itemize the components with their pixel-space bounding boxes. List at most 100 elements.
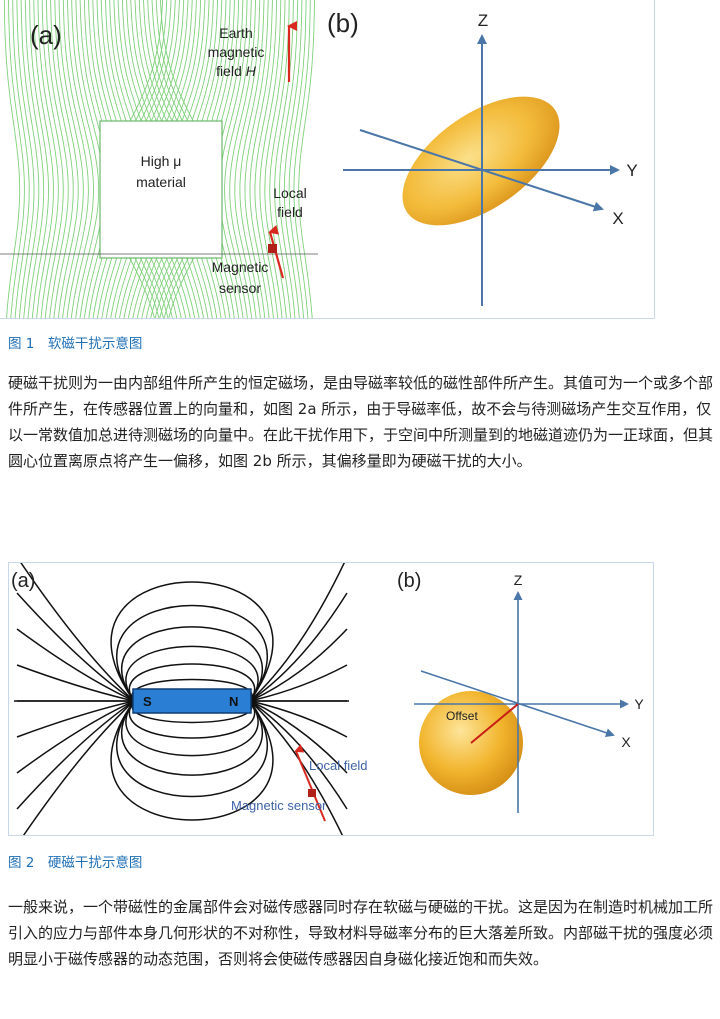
dipole-line — [110, 581, 274, 702]
dipole-line — [249, 628, 348, 702]
dipole-line — [249, 592, 348, 702]
field-line — [196, 0, 218, 318]
field-line — [121, 0, 148, 318]
fig2b-tag: (b) — [397, 570, 421, 592]
field-line — [159, 0, 195, 318]
field-lines — [3, 0, 315, 318]
field-line — [298, 0, 315, 318]
offset-label: Offset — [446, 709, 478, 723]
dipole-line — [249, 700, 348, 774]
field-line — [50, 0, 74, 318]
dipole-line — [16, 664, 135, 702]
material-label-2: material — [136, 174, 186, 190]
field-line — [134, 0, 168, 318]
field-line — [143, 0, 173, 318]
field-line — [181, 0, 206, 318]
field-line — [139, 0, 172, 318]
field-line — [249, 0, 273, 318]
field-line — [58, 0, 84, 318]
dipole-line — [125, 700, 259, 757]
dipole-line — [116, 604, 268, 702]
field-line — [234, 0, 261, 318]
field-line — [171, 0, 197, 318]
field-line — [244, 0, 269, 318]
field-line — [279, 0, 299, 318]
field-line — [29, 0, 49, 318]
field-line — [138, 0, 168, 318]
field-line — [288, 0, 307, 318]
field-line — [155, 0, 189, 318]
field-line — [20, 0, 40, 318]
field-line — [71, 0, 100, 318]
fig1a-tag: (a) — [30, 20, 62, 50]
local-label-2: field — [277, 204, 303, 220]
field-line — [117, 0, 143, 318]
field-line — [33, 0, 54, 318]
field-line — [109, 0, 132, 318]
field-line — [259, 0, 282, 318]
dipole-line — [116, 700, 268, 798]
field-line — [165, 0, 193, 318]
offset-vector — [470, 703, 519, 744]
axis-y-label: Y — [626, 161, 637, 180]
dipole-line — [128, 700, 256, 739]
field-line — [37, 0, 59, 318]
sensor-label-2: sensor — [219, 280, 261, 296]
field-line — [105, 0, 128, 318]
bar-magnet — [132, 688, 252, 714]
fig1-panel-b: (b) Z Y X — [327, 8, 638, 306]
x-axis-2 — [420, 670, 615, 738]
field-line — [274, 0, 294, 318]
sensor-box — [268, 244, 277, 253]
field-line — [24, 0, 45, 318]
field-line — [3, 0, 21, 318]
field-line — [16, 0, 35, 318]
field-line — [229, 0, 256, 318]
field-line — [224, 0, 252, 318]
field-line — [41, 0, 64, 318]
sensor-label-1: Magnetic — [212, 259, 269, 275]
magnetic-sensor-label: Magnetic sensor — [231, 798, 327, 813]
pole-n: N — [229, 694, 238, 709]
field-line — [160, 0, 189, 318]
axis-x-label: X — [612, 209, 623, 228]
figure-2: S N Local field Magnetic sensor (a) Offs… — [8, 562, 654, 836]
dipole-line — [110, 700, 274, 821]
local-label-1: Local — [273, 185, 306, 201]
paragraph-2: 一般来说，一个带磁性的金属部件会对磁传感器同时存在软磁与硬磁的干扰。这是因为在制… — [8, 898, 714, 968]
dipole-field-lines — [14, 563, 349, 835]
dipole-line — [249, 700, 348, 738]
field-line — [126, 0, 153, 318]
field-line — [12, 0, 30, 318]
high-mu-material — [99, 120, 223, 259]
figure-1-caption: 图 1 软磁干扰示意图 — [8, 336, 143, 352]
fig1b-tag: (b) — [327, 8, 359, 38]
field-line — [62, 0, 89, 318]
field-line — [150, 0, 180, 318]
fig1-panel-a: (a) Earth magnetic field H High μ materi… — [0, 0, 318, 318]
earth-label-1: Earth — [219, 25, 252, 41]
field-line — [254, 0, 278, 318]
axis-y-label-2: Y — [634, 696, 644, 712]
field-line — [155, 0, 185, 318]
field-line — [293, 0, 311, 318]
dipole-line — [120, 626, 264, 702]
sensor-arrow — [268, 225, 285, 279]
field-line — [67, 0, 94, 318]
field-line — [8, 0, 25, 318]
fig2a-tag: (a) — [11, 570, 35, 592]
dipole-line — [249, 664, 348, 702]
material-label-1: High μ — [141, 153, 182, 169]
field-line — [147, 0, 179, 318]
earth-label-3: field H — [216, 63, 257, 79]
field-line — [45, 0, 69, 318]
field-line — [186, 0, 210, 318]
paragraph-1: 硬磁干扰则为一由内部组件所产生的恒定磁场，是由导磁率较低的磁性部件所产生。其值可… — [8, 374, 714, 470]
x-axis — [359, 129, 604, 212]
field-line — [113, 0, 137, 318]
dipole-line — [20, 563, 135, 702]
local-field-label: Local field — [309, 758, 368, 773]
fig2-panel-a: S N Local field Magnetic sensor (a) — [11, 563, 368, 835]
sensor-arrow-2 — [294, 744, 326, 822]
dipole-line — [16, 592, 135, 702]
